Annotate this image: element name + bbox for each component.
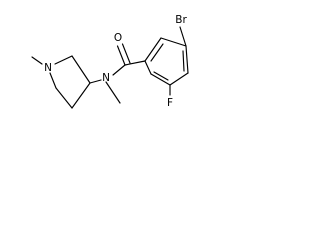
bond-amide-n-carbonyl [112,64,126,76]
chemical-structure-diagram: N N O Br F [31,14,189,109]
bond-carbonyl-double-1 [116,45,126,66]
amide-nitrogen-label: N [102,72,110,84]
bond-ring-c2-c3 [71,55,91,84]
fluorine-label: F [167,97,173,109]
bond-ring-c4-c5 [55,87,73,109]
amide-group [89,43,146,104]
bond-ar-3 [185,45,189,74]
benzene-ring [144,37,189,86]
pyrrolidine-nitrogen-label: N [44,62,52,74]
bond-carbonyl-ring [124,60,146,66]
bond-ar-6 [144,60,152,75]
bond-carbonyl-double-2 [121,43,131,64]
bond-amide-n-methyl [105,81,121,104]
bond-ring-n-c2 [54,55,73,65]
bond-ar-4 [169,72,189,86]
bond-ar-1 [144,37,162,62]
bond-c-br [179,26,187,47]
bond-n-methyl [31,56,43,65]
bond-ar-inner-3 [153,71,169,81]
bond-c3-amide-n [89,79,102,84]
bromine-label: Br [175,14,187,26]
bond-ring-c3-c4 [71,82,91,109]
bond-ar-2 [160,37,187,47]
bond-ring-c5-n [49,72,57,89]
bond-ar-inner-2 [182,50,185,72]
bond-ar-5 [150,73,171,86]
pyrrolidine-ring [31,55,91,109]
carbonyl-oxygen-label: O [114,32,122,44]
bond-ar-inner-1 [150,43,164,62]
